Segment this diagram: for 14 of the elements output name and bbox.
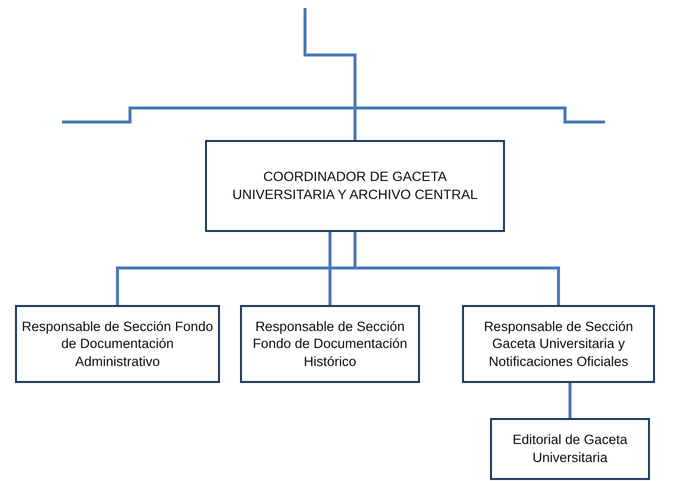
org-chart-box bbox=[205, 140, 505, 232]
box-label: Responsable de Sección Gaceta Universitaria y Notificaciones Oficiales bbox=[482, 318, 634, 370]
org-chart-box bbox=[240, 305, 420, 383]
box-label: Responsable de Sección Fondo de Documentación Histórico bbox=[252, 318, 408, 370]
connector-line bbox=[328, 232, 332, 305]
box-label: COORDINADOR DE GACETA UNIVERSITARIA Y ARCHIVO CENTRAL bbox=[231, 168, 479, 204]
box-label: Responsable de Sección Fondo de Documentación Administrativo bbox=[21, 318, 214, 370]
connector-line bbox=[304, 8, 356, 140]
org-chart-box bbox=[462, 305, 655, 383]
org-chart-box bbox=[15, 305, 220, 383]
connector-line bbox=[568, 383, 572, 418]
box-label: Editorial de Gaceta Universitaria bbox=[512, 431, 628, 467]
connector-line bbox=[354, 232, 560, 305]
org-chart-box bbox=[490, 418, 650, 480]
